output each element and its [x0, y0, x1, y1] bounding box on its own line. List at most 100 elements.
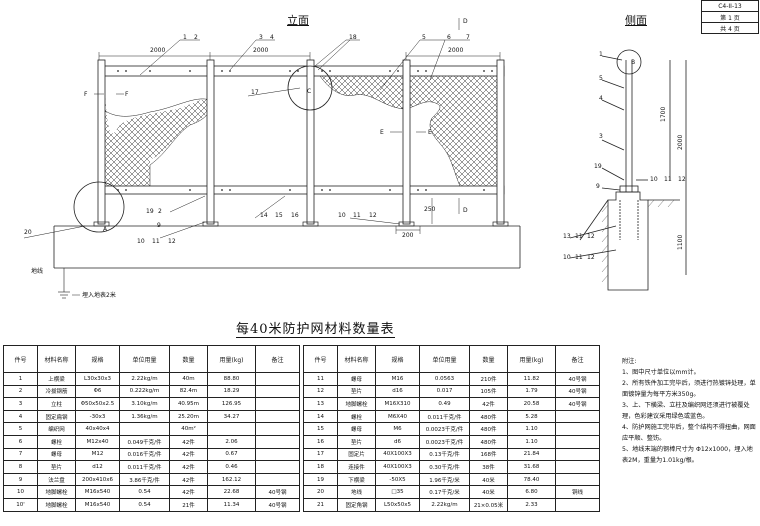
callout-12b: 12 [369, 212, 377, 219]
table-cell: 地脚螺栓 [337, 397, 376, 411]
table-cell: 0.0023千克/件 [419, 422, 470, 436]
table-cell: L30x30x3 [75, 372, 120, 386]
table-cell: 40.95m [169, 397, 208, 411]
front-view-title: 立面 [287, 14, 309, 27]
table-cell: 10 [3, 485, 38, 499]
table-cell: d6 [375, 434, 420, 449]
table-cell: 13 [303, 397, 338, 411]
table-cell: 7 [3, 447, 38, 462]
table-cell: 42件 [169, 460, 208, 474]
table-cell: 固定扁钢 [37, 409, 76, 424]
left-header-2: 规格 [75, 345, 120, 373]
notes-title: 附注: [622, 358, 637, 365]
table-cell: 38件 [469, 460, 508, 474]
table-cell: M16x540 [75, 497, 120, 512]
sheet-page: 第 1 页 [701, 11, 759, 23]
side-detail-b: B [631, 59, 636, 66]
table-cell: 20.58 [507, 397, 556, 411]
table-cell: 11 [303, 372, 338, 386]
right-header-1: 材料名称 [337, 345, 376, 373]
table-cell [555, 497, 600, 512]
detail-circle-c [287, 65, 333, 111]
side-callout-1: 1 [599, 51, 603, 58]
left-header-0: 件号 [3, 345, 38, 373]
table-cell: 2.06 [207, 434, 256, 449]
table-cell: 5 [3, 422, 38, 436]
callout-2b: 2 [158, 208, 162, 215]
callout-17: 17 [251, 89, 259, 96]
note-item: 1、图中尺寸单位以mm计。 [622, 369, 700, 376]
table-cell: 地脚螺栓 [37, 497, 76, 512]
table-cell: 40米 [469, 485, 508, 499]
table-cell [207, 422, 256, 436]
table-cell: 480件 [469, 409, 508, 424]
table-cell: 1.36kg/m [119, 409, 170, 424]
table-cell: 40x40x4 [75, 422, 120, 436]
table-cell: 3 [3, 397, 38, 411]
table-cell: 40号钢 [555, 384, 600, 399]
table-cell: 1.79 [507, 384, 556, 399]
table-cell [555, 422, 600, 436]
table-cell: 14 [303, 409, 338, 424]
side-callout-12c: 12 [587, 254, 595, 261]
callout-20: 20 [24, 229, 32, 236]
table-cell: 40米 [469, 472, 508, 487]
table-cell [255, 397, 300, 411]
table-cell: 18.29 [207, 384, 256, 399]
table-cell: 固定角钢 [337, 497, 376, 512]
table-cell: 0.011千克/件 [119, 460, 170, 474]
table-cell: 40X100X3 [375, 460, 420, 474]
table-cell: 3.86千克/件 [119, 472, 170, 487]
table-cell: 10' [3, 497, 38, 512]
table-cell [255, 372, 300, 386]
table-cell: 21件 [169, 497, 208, 512]
table-cell: 15 [303, 422, 338, 436]
table-cell: 40号钢 [255, 485, 300, 499]
table-cell: 88.80 [207, 372, 256, 386]
ground-line [53, 225, 521, 299]
table-cell: 地线 [337, 485, 376, 499]
right-header-0: 件号 [303, 345, 338, 373]
table-cell: 0.13千克/件 [419, 447, 470, 462]
notes: 附注: 1、图中尺寸单位以mm计。2、所有铁件加工完毕后，须进行热镀锌处理，单面… [622, 356, 757, 466]
table-cell: -30x3 [75, 409, 120, 424]
right-header-2: 规格 [375, 345, 420, 373]
table-cell: 9 [3, 472, 38, 487]
callout-2: 2 [194, 34, 198, 41]
detail-c-label: C [307, 88, 312, 95]
table-cell: M16x540 [75, 485, 120, 499]
callout-5: 5 [422, 34, 426, 41]
table-cell: M12x40 [75, 434, 120, 449]
table-cell: Φ6 [75, 384, 120, 399]
table-cell [255, 472, 300, 487]
callout-3: 3 [259, 34, 263, 41]
table-cell [555, 460, 600, 474]
table-cell: 168件 [469, 447, 508, 462]
table-cell: 1 [3, 372, 38, 386]
table-cell: M16X310 [375, 397, 420, 411]
side-callout-3: 3 [599, 133, 603, 140]
table-cell: □35 [375, 485, 420, 499]
bury-label: 埋入地表2米 [82, 292, 116, 299]
table-cell: 42件 [469, 397, 508, 411]
table-cell [255, 422, 300, 436]
callout-16: 16 [291, 212, 299, 219]
section-f-left: F [84, 91, 88, 98]
section-d-top: D [463, 18, 468, 25]
callout-6: 6 [447, 34, 451, 41]
side-view-title: 侧面 [625, 14, 647, 27]
side-callout-9: 9 [596, 183, 600, 190]
table-cell: 31.68 [507, 460, 556, 474]
table-cell: M12 [75, 447, 120, 462]
table-cell: 法兰盘 [37, 472, 76, 487]
table-cell: 42件 [169, 447, 208, 462]
side-callout-11c: 11 [575, 254, 583, 261]
